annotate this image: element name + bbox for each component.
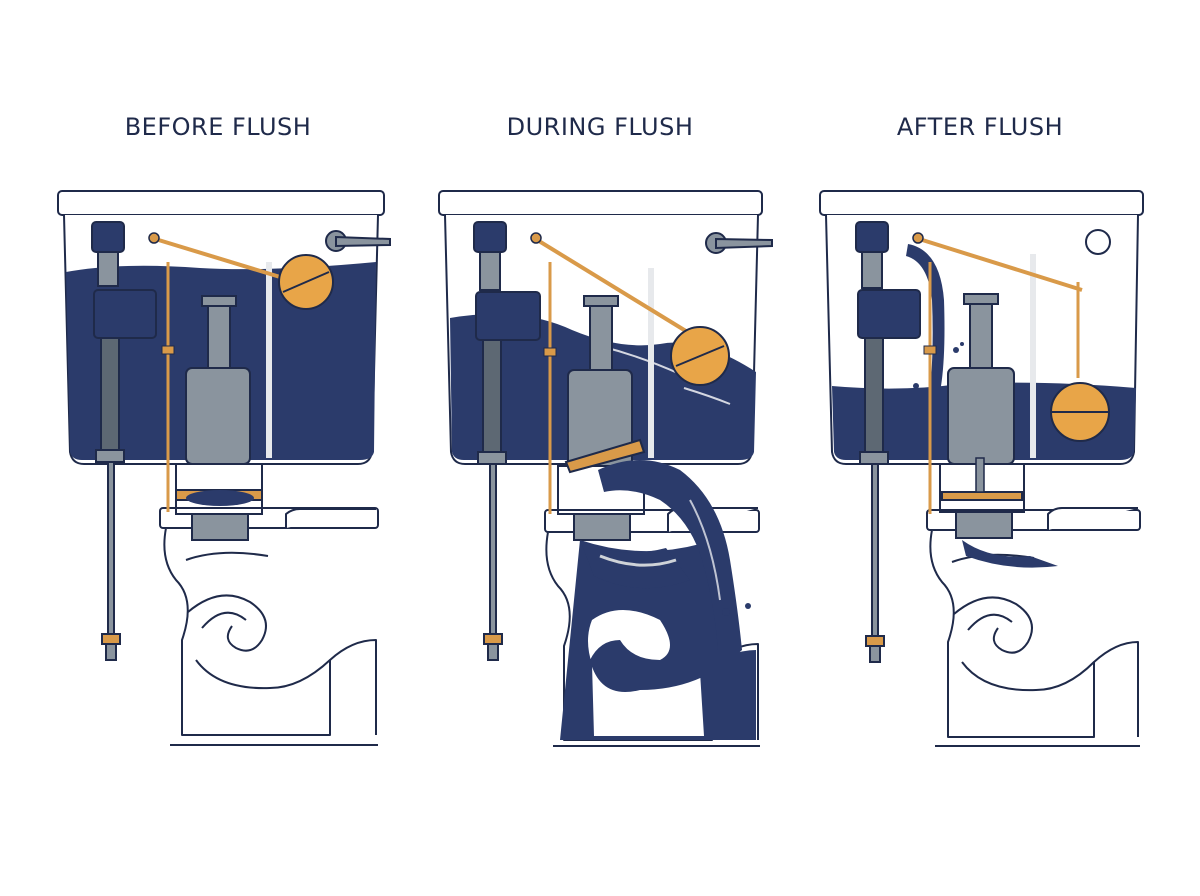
rushing-water	[598, 460, 742, 650]
overflow-tube-icon	[266, 262, 272, 458]
after-flush-title: AFTER FLUSH	[896, 113, 1064, 141]
flush-valve-tower	[175, 295, 263, 541]
flush-handle-icon	[325, 230, 391, 252]
tank-lid	[57, 190, 385, 216]
fill-valve-icon	[855, 221, 921, 663]
after-flush-panel	[819, 190, 1144, 747]
flapper-icon	[941, 457, 1023, 501]
float-arm	[151, 236, 291, 282]
flapper-icon	[175, 489, 263, 506]
fill-valve-icon	[91, 221, 157, 661]
during-flush-panel	[438, 190, 773, 747]
toilet-bowl	[159, 507, 379, 746]
bowl-refill-water	[962, 540, 1058, 568]
float-arm	[532, 236, 696, 338]
flush-handle-icon	[705, 232, 773, 254]
float-ball-icon	[1050, 382, 1110, 442]
refill-stream	[906, 244, 945, 392]
toilet-bowl	[926, 507, 1141, 747]
overflow-tube-icon	[1030, 254, 1036, 458]
tank-lid	[819, 190, 1144, 216]
float-ball-icon	[278, 254, 334, 310]
float-ball-icon	[670, 326, 730, 386]
flapper-icon	[564, 438, 646, 474]
before-flush-title: BEFORE FLUSH	[124, 113, 312, 141]
flush-handle-icon	[1085, 229, 1111, 255]
bowl-water	[560, 540, 756, 740]
overflow-tube-icon	[648, 268, 654, 458]
tank-lid	[438, 190, 763, 216]
fill-valve-icon	[473, 221, 541, 661]
float-arm	[915, 236, 1083, 292]
before-flush-panel	[57, 190, 391, 746]
flush-valve-tower	[939, 293, 1025, 539]
during-flush-title: DURING FLUSH	[506, 113, 694, 141]
flush-valve-tower	[557, 295, 645, 541]
